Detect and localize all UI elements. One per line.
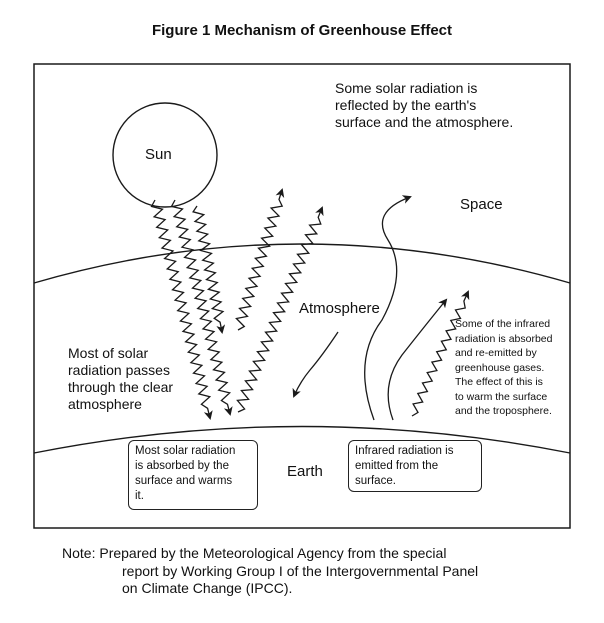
source-note: Note: Prepared by the Meteorological Age… [62, 545, 479, 596]
infrared-absorbed-arrow [411, 290, 470, 417]
infrared-escaping-arrow [364, 195, 412, 421]
reflected-radiation-arrow-2 [236, 206, 324, 413]
incoming-solar-arrow-3 [192, 205, 226, 334]
infrared-emitted-box: Infrared radiation is emitted from the s… [348, 440, 482, 492]
sun-circle [112, 102, 218, 208]
atmosphere-label: Atmosphere [299, 300, 380, 317]
earth-surface [33, 425, 571, 454]
earth-label: Earth [287, 463, 323, 480]
reflected-radiation-label: Some solar radiation is reflected by the… [335, 80, 514, 130]
surface-absorbs-box: Most solar radiation is absorbed by the … [128, 440, 258, 510]
sun-label: Sun [145, 146, 172, 163]
incoming-solar-arrow-2 [170, 199, 233, 416]
solar-passes-label: Most of solar radiation passes through t… [68, 345, 174, 412]
infrared-absorbed-label: Some of the infrared radiation is absorb… [455, 318, 553, 417]
reemitted-radiation-arrow [292, 331, 339, 398]
space-label: Space [460, 196, 503, 213]
incoming-solar-arrow-1 [150, 199, 213, 420]
infrared-rising-arrow [387, 298, 448, 421]
reflected-radiation-arrow-1 [235, 188, 285, 331]
figure-title: Figure 1 Mechanism of Greenhouse Effect [151, 22, 453, 39]
diagram-frame [33, 63, 571, 529]
